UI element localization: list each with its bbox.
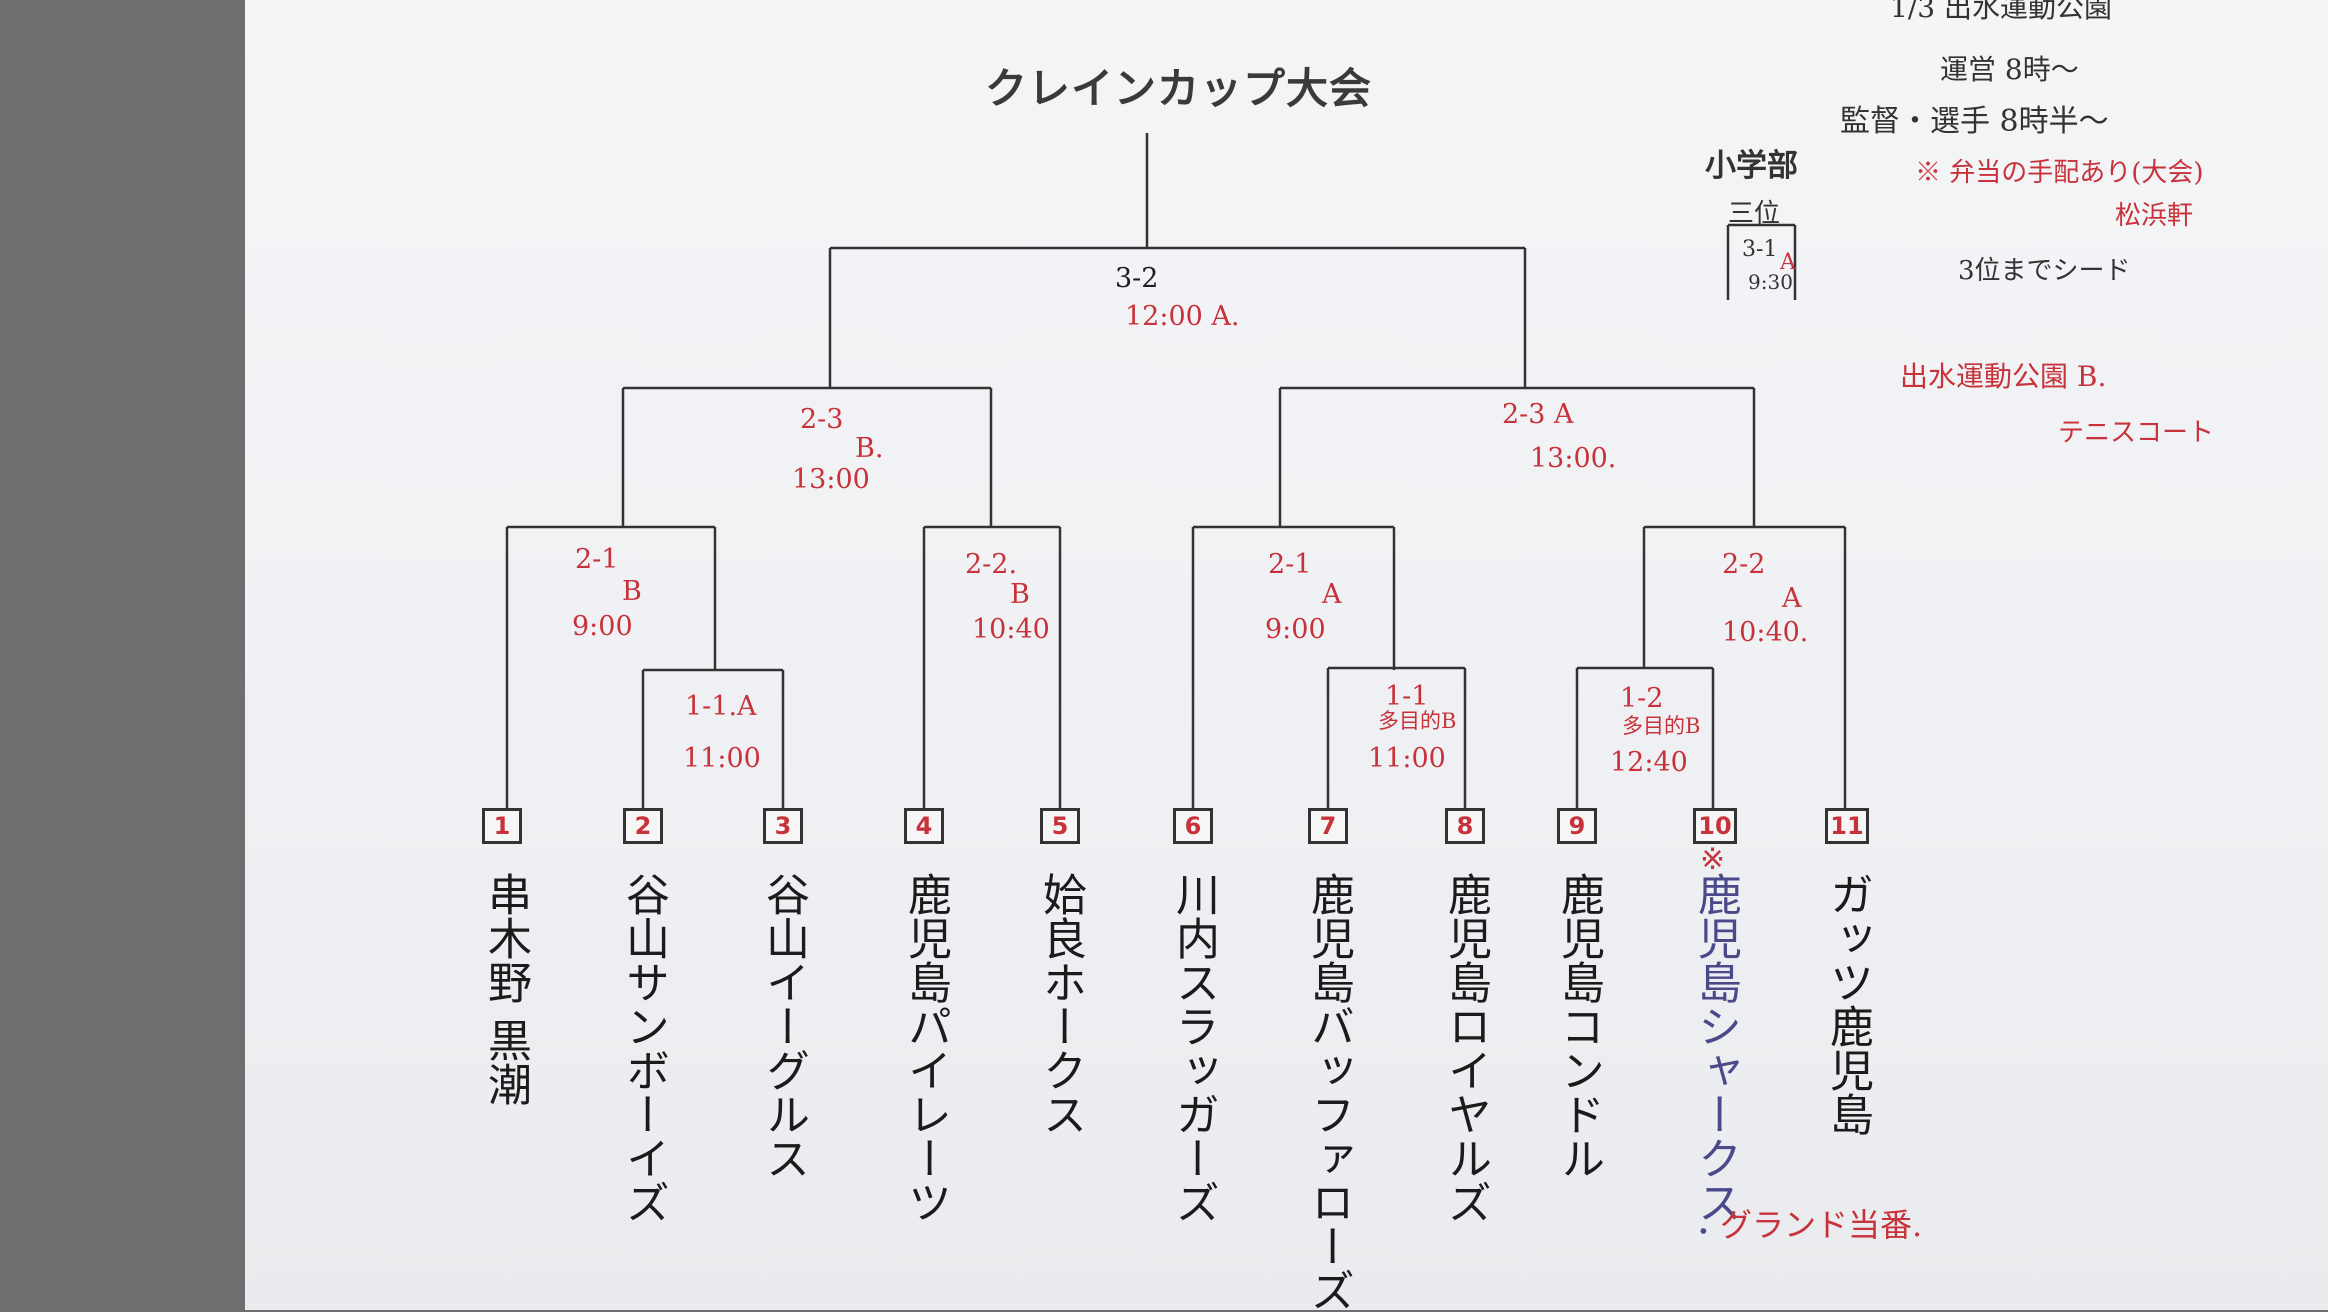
final-time: 12:00 A. <box>1125 301 1240 332</box>
r1a-code: 1-1.A <box>685 691 757 722</box>
header-note-seed: 3位までシード <box>1958 256 2131 286</box>
team-name-11: ガッツ鹿児島 <box>1822 872 1873 1136</box>
third-place-court: A <box>1780 250 1796 275</box>
r1b-code: 1-1 <box>1385 681 1429 712</box>
division-label: 小学部 <box>1705 148 1798 184</box>
third-place-match: 3-1 <box>1742 237 1778 262</box>
header-note-lunch: ※ 弁当の手配あり(大会) <box>1915 158 2204 188</box>
qf3-time: 9:00 <box>1265 614 1326 645</box>
semi-left-court: B. <box>855 433 884 464</box>
third-place-time: 9:30 <box>1748 270 1793 294</box>
r1c-time: 12:40 <box>1610 747 1688 778</box>
page-title: クレインカップ大会 <box>985 64 1373 113</box>
team-10-note: グランド当番. <box>1720 1206 1923 1244</box>
header-note-venue-b-sub: テニスコート <box>2058 418 2215 448</box>
final-code: 3-2 <box>1115 263 1159 294</box>
team-name-2: 谷山サンボーイズ <box>618 872 669 1224</box>
qf4-court: A <box>1782 583 1802 614</box>
seed-box-7: 7 <box>1308 808 1348 844</box>
seed-box-11: 11 <box>1825 808 1869 844</box>
team-name-10: 鹿児島シャークス. <box>1690 872 1741 1238</box>
qf4-code: 2-2 <box>1722 549 1766 580</box>
seed-box-8: 8 <box>1445 808 1485 844</box>
semi-left-code: 2-3 <box>800 404 844 435</box>
qf3-code: 2-1 <box>1268 549 1312 580</box>
third-place-label: 三位 <box>1728 199 1781 229</box>
r1c-code: 1-2 <box>1620 683 1664 714</box>
seed-box-1: 1 <box>482 808 522 844</box>
team-name-1: 串木野 黒潮 <box>480 872 531 1106</box>
team-name-7: 鹿児島バッファローズ <box>1303 872 1354 1312</box>
r1b-time: 11:00 <box>1368 743 1446 774</box>
seed-box-2: 2 <box>623 808 663 844</box>
team-name-4: 鹿児島パイレーツ <box>900 872 951 1224</box>
team-name-3: 谷山イーグルス <box>758 872 809 1180</box>
semi-left-time: 13:00 <box>792 464 870 495</box>
seed-box-9: 9 <box>1557 808 1597 844</box>
qf1-time: 9:00 <box>572 611 633 642</box>
team-name-5: 姶良ホークス <box>1035 872 1086 1136</box>
semi-right-time: 13:00. <box>1530 443 1617 474</box>
seed-box-10: 10 <box>1693 808 1737 844</box>
qf1-court: B <box>622 576 642 607</box>
team-name-8: 鹿児島ロイヤルズ <box>1440 872 1491 1224</box>
semi-right-code: 2-3 A <box>1502 399 1574 430</box>
team-name-9: 鹿児島コンドル <box>1553 872 1604 1180</box>
qf4-time: 10:40. <box>1722 617 1809 648</box>
qf2-court: B <box>1010 579 1030 610</box>
qf1-code: 2-1 <box>575 544 619 575</box>
r1a-time: 11:00 <box>683 743 761 774</box>
qf2-time: 10:40 <box>972 614 1050 645</box>
qf2-code: 2-2. <box>965 549 1018 580</box>
seed-box-3: 3 <box>763 808 803 844</box>
team-name-6: 川内スラッガーズ <box>1168 872 1219 1224</box>
header-note-staff: 運営 8時〜 <box>1940 53 2079 86</box>
seed-box-4: 4 <box>904 808 944 844</box>
team-10-mark: ※ <box>1700 842 1726 877</box>
header-note-venue-b: 出水運動公園 B. <box>1900 360 2107 393</box>
seed-box-5: 5 <box>1040 808 1080 844</box>
header-note-coaches: 監督・選手 8時半〜 <box>1840 104 2109 139</box>
header-note-top: 1/3 出水運動公園 <box>1890 0 2112 24</box>
header-note-lunch-sub: 松浜軒 <box>2115 201 2194 231</box>
qf3-court: A <box>1322 579 1342 610</box>
seed-box-6: 6 <box>1173 808 1213 844</box>
paper-sheet <box>245 0 2328 1310</box>
r1b-court: 多目的B <box>1378 709 1457 733</box>
r1c-court: 多目的B <box>1622 714 1701 738</box>
